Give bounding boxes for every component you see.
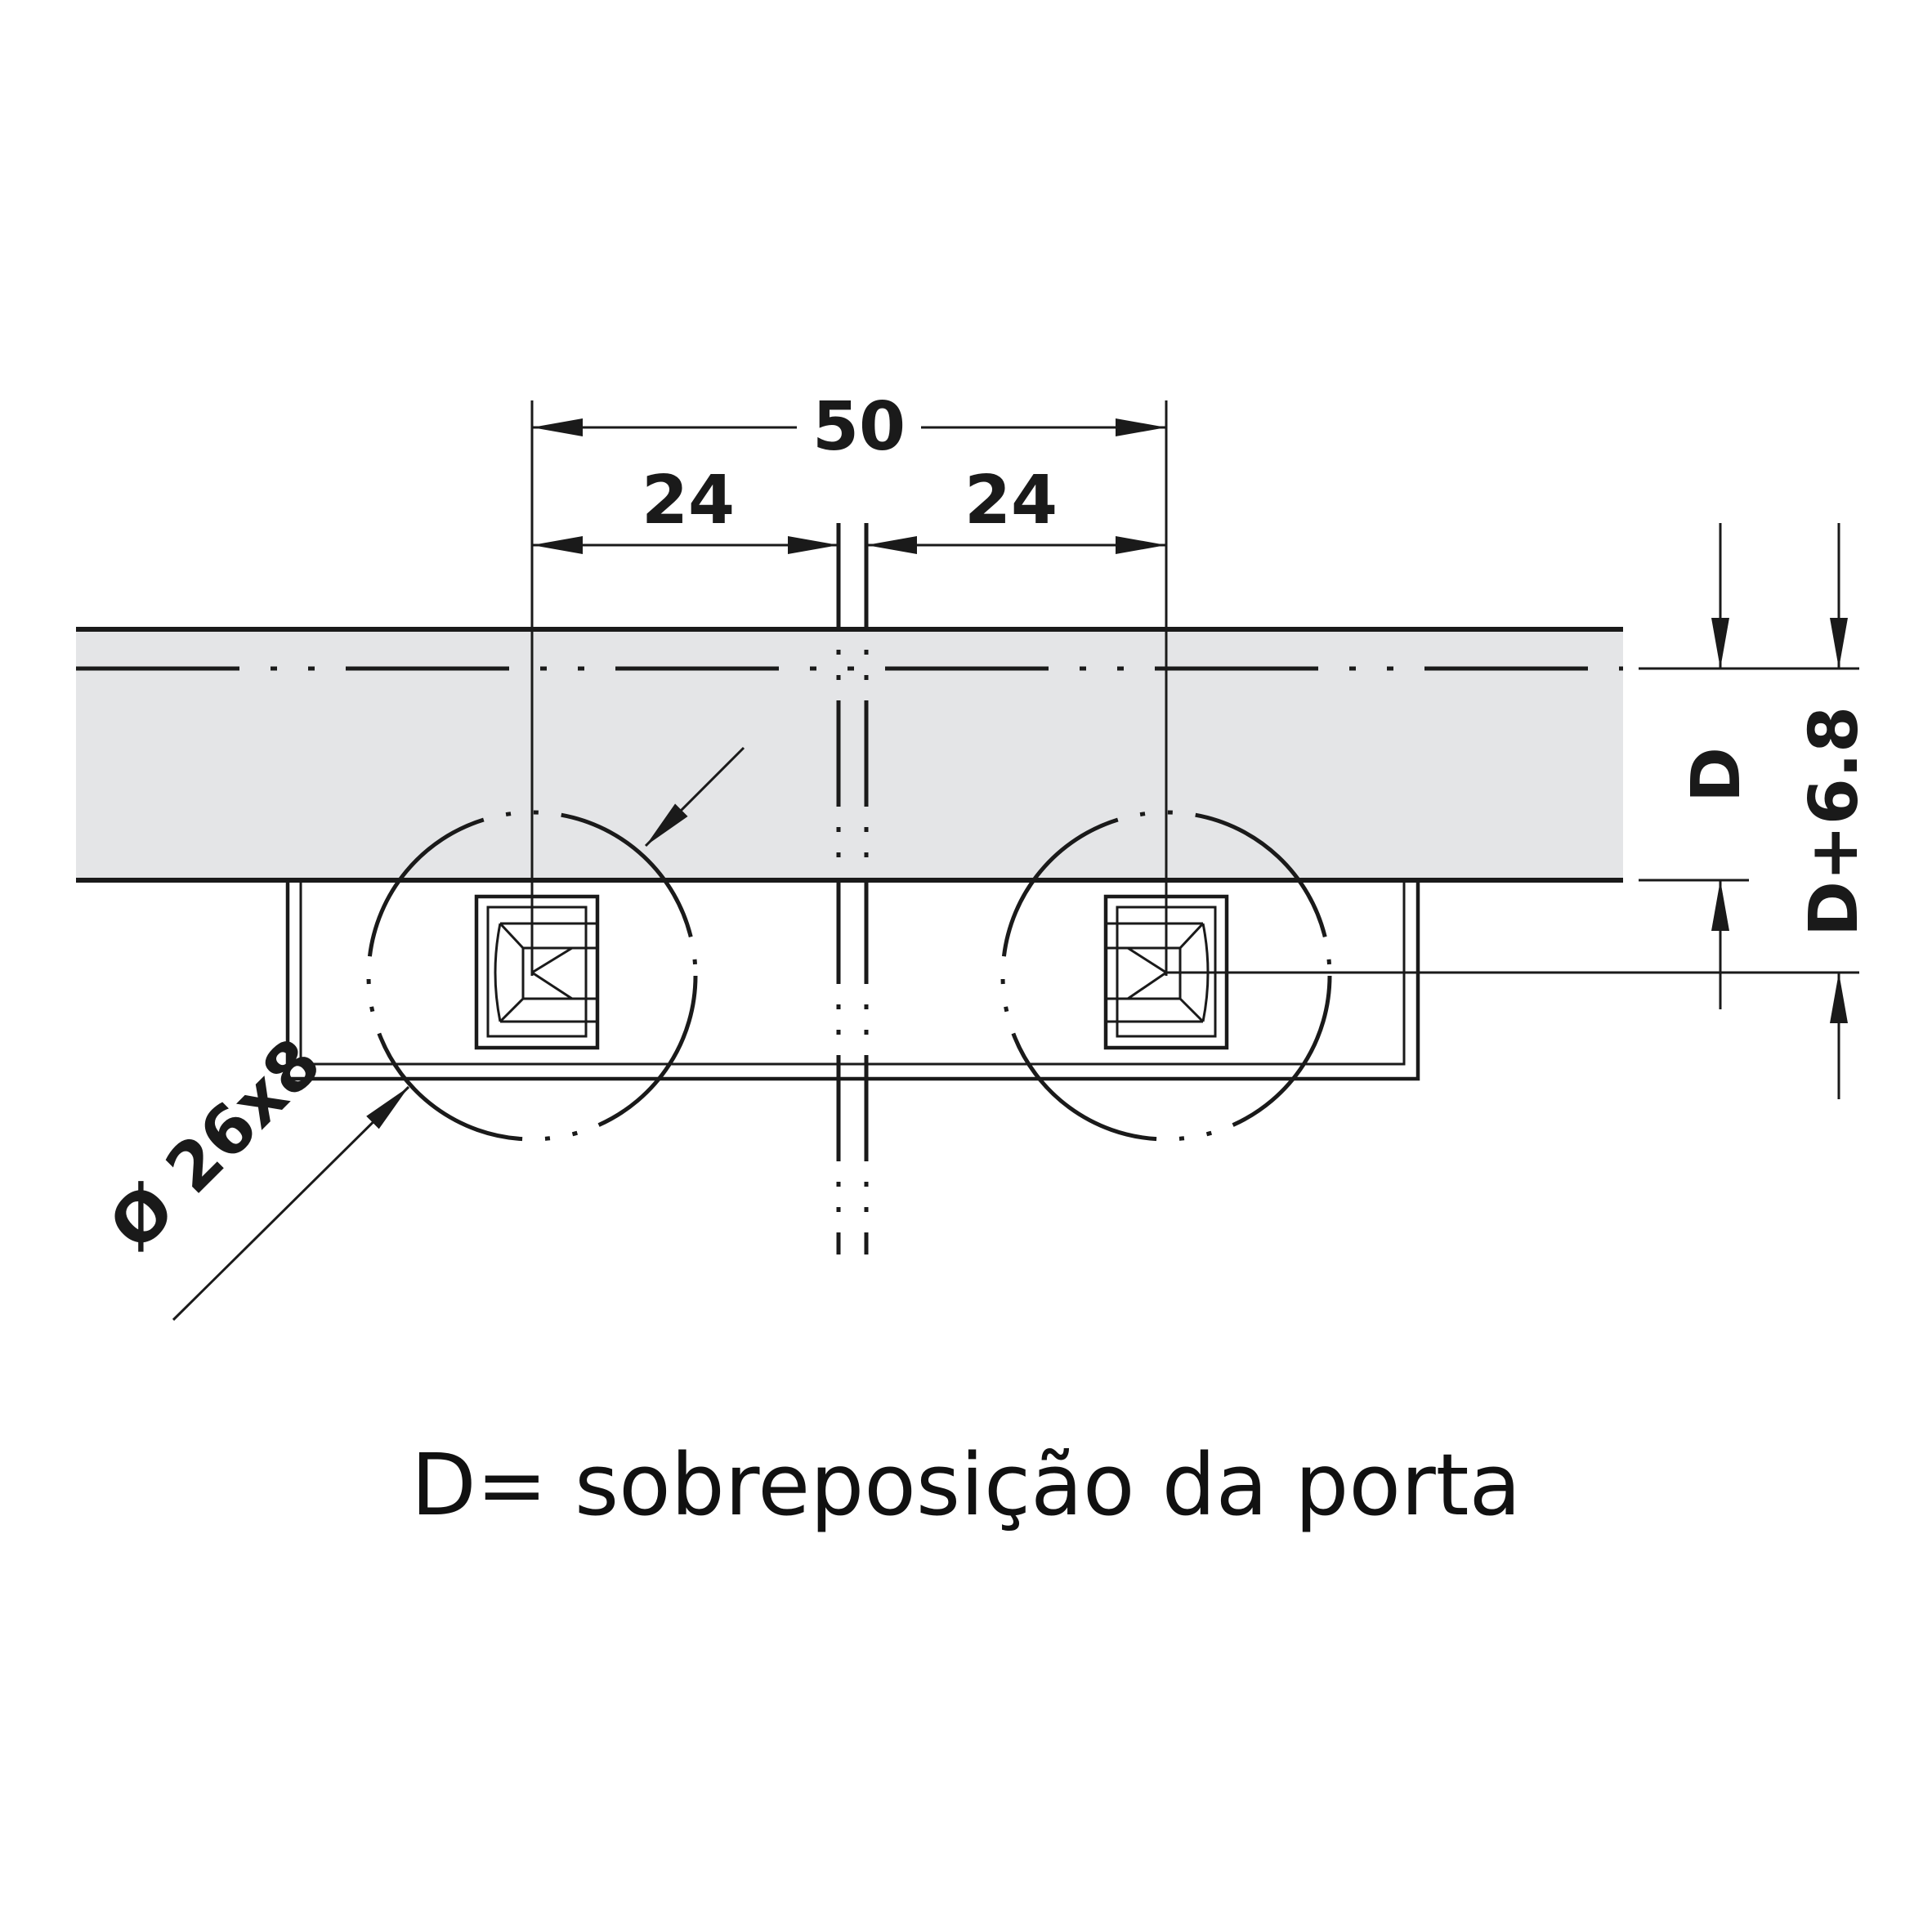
- dimension-24-left: 24: [532, 462, 839, 554]
- door-fill: [76, 629, 1623, 880]
- center-axis-lines: [836, 523, 869, 1254]
- door-panel: [76, 627, 1623, 883]
- dimension-overlay: D: [1639, 523, 1755, 1009]
- dimension-overlay-plus: D+6.8: [1418, 523, 1873, 1099]
- dimension-50: 50: [532, 388, 1166, 466]
- dimension-24-right: 24: [866, 462, 1166, 554]
- dimension-50-label: 50: [812, 388, 906, 466]
- dimension-24-right-label: 24: [964, 462, 1058, 539]
- caption-text: D= sobreposição da porta: [411, 1435, 1522, 1535]
- bore-diameter-leader: Ø 26x8: [95, 1024, 410, 1322]
- dimension-24-left-label: 24: [642, 462, 735, 539]
- dimension-d-label: D: [1678, 747, 1755, 803]
- dimension-d-plus-label: D+6.8: [1796, 706, 1873, 937]
- mounting-plate: [285, 880, 1420, 1081]
- left-bore-circle: [366, 810, 698, 1142]
- left-hinge-cup: [366, 810, 698, 1142]
- bore-diameter-label: Ø 26x8: [95, 1024, 336, 1265]
- extension-lines: [530, 400, 1418, 976]
- right-bore-circle: [1000, 810, 1332, 1142]
- bore-depth-leader: [644, 746, 745, 847]
